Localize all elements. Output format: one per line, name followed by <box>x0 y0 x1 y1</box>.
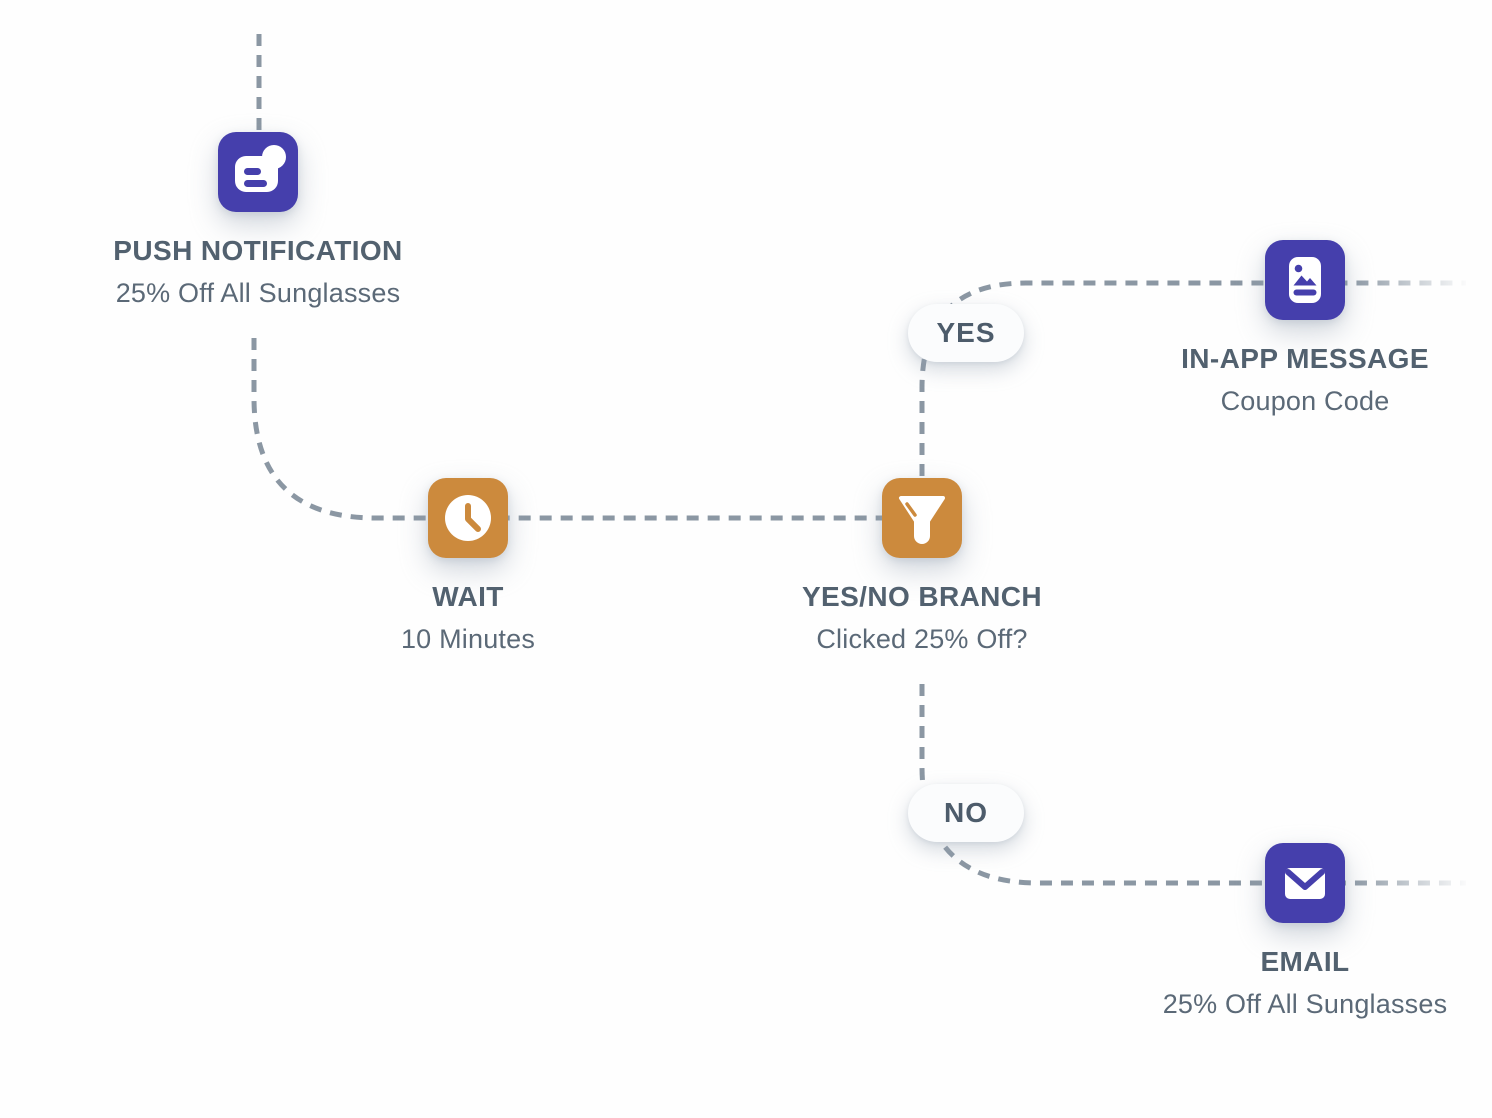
node-title: EMAIL <box>1260 946 1350 977</box>
node-title: YES/NO BRANCH <box>801 581 1043 612</box>
node-subtitle: 25% Off All Sunglasses <box>115 278 401 308</box>
branch-label-yes-text: YES <box>936 317 996 348</box>
funnel-glyph <box>899 496 945 544</box>
flow-node-in-app-message[interactable]: IN-APP MESSAGE Coupon Code <box>1115 240 1492 416</box>
node-subtitle: 10 Minutes <box>400 624 536 654</box>
push-notification-icon[interactable] <box>218 132 298 212</box>
clock-icon[interactable] <box>428 478 508 558</box>
connector-branch-no-to-email <box>919 684 1466 886</box>
flow-node-yes-no-branch[interactable]: YES/NO BRANCH Clicked 25% Off? <box>732 478 1112 654</box>
branch-label-no: NO <box>908 784 1024 842</box>
clock-glyph <box>445 495 491 541</box>
node-subtitle: Coupon Code <box>1220 386 1390 416</box>
connector-push-to-wait-to-branch <box>251 338 884 521</box>
node-title: WAIT <box>432 581 504 612</box>
image-card-icon[interactable] <box>1265 240 1345 320</box>
envelope-glyph <box>1285 868 1325 899</box>
flow-node-email[interactable]: EMAIL 25% Off All Sunglasses <box>1115 843 1492 1019</box>
funnel-icon[interactable] <box>882 478 962 558</box>
node-title: PUSH NOTIFICATION <box>113 235 403 266</box>
branch-label-yes: YES <box>908 304 1024 362</box>
flow-node-wait[interactable]: WAIT 10 Minutes <box>278 478 658 654</box>
envelope-icon[interactable] <box>1265 843 1345 923</box>
branch-label-no-text: NO <box>944 797 988 828</box>
push-notification-glyph <box>235 145 286 192</box>
node-subtitle: 25% Off All Sunglasses <box>1162 989 1448 1019</box>
image-card-glyph <box>1289 257 1321 303</box>
node-title: IN-APP MESSAGE <box>1181 343 1429 374</box>
flow-node-push-notification[interactable]: PUSH NOTIFICATION 25% Off All Sunglasses <box>68 132 448 308</box>
node-subtitle: Clicked 25% Off? <box>816 624 1028 654</box>
